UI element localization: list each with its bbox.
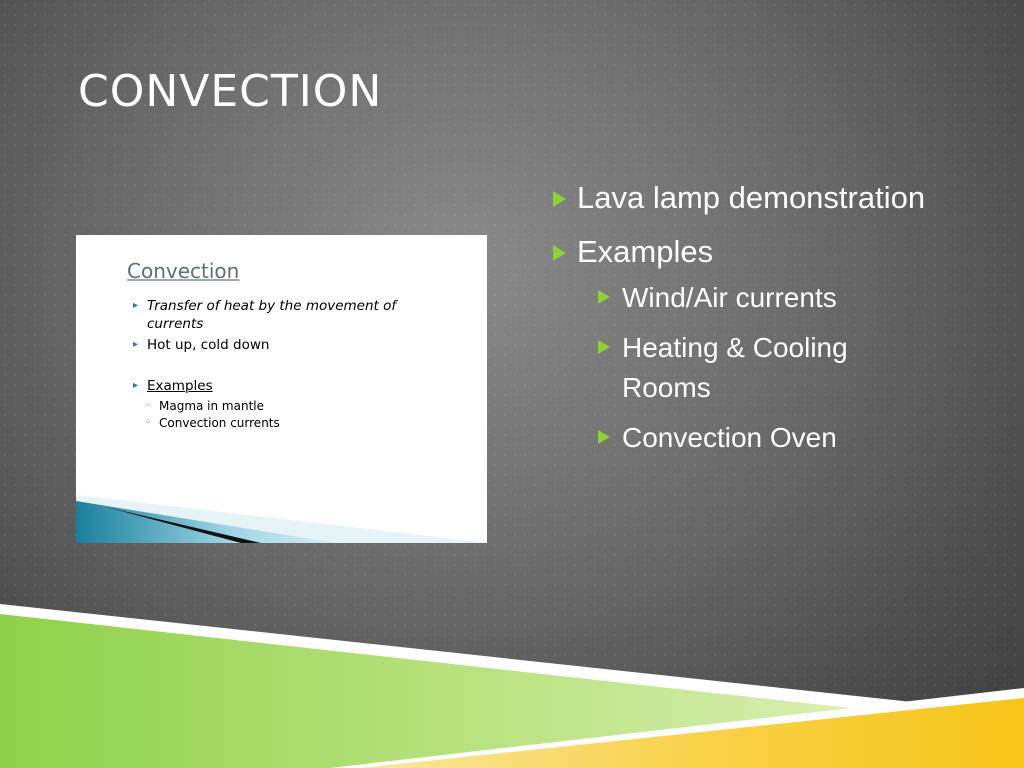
bullet-item: Lava lamp demonstration xyxy=(551,178,1011,218)
green-triangle-icon xyxy=(553,191,566,207)
bottom-decorative-wave xyxy=(0,604,1024,768)
bullet-list: Lava lamp demonstration Examples Wind/Ai… xyxy=(551,178,1011,468)
thumbnail-bullet: ▸ Examples xyxy=(133,378,213,394)
small-triangle-icon: ▸ xyxy=(133,300,139,311)
sub-bullet-item: Convection Oven xyxy=(596,418,1011,458)
embedded-slide-image: Convection ▸ Transfer of heat by the mov… xyxy=(76,235,487,543)
green-triangle-icon xyxy=(598,290,610,304)
green-triangle-icon xyxy=(598,340,610,354)
small-triangle-icon: ▸ xyxy=(133,339,139,350)
sub-bullet-item: Wind/Air currents xyxy=(596,278,1011,318)
thumbnail-sub-bullet: ◦ Convection currents xyxy=(145,416,280,430)
thumbnail-sub-bullet: ◦ Magma in mantle xyxy=(145,399,265,413)
green-triangle-icon xyxy=(553,245,566,261)
ring-bullet-icon: ◦ xyxy=(145,417,151,428)
green-triangle-icon xyxy=(598,430,610,444)
thumbnail-title: Convection xyxy=(127,259,240,283)
bullet-item: Examples xyxy=(551,232,1011,272)
slide-title: CONVECTION xyxy=(78,66,383,117)
thumbnail-bullet: ▸ Hot up, cold down xyxy=(133,337,270,353)
small-triangle-icon: ▸ xyxy=(133,380,139,391)
thumbnail-corner-swoosh xyxy=(76,495,487,543)
thumbnail-bullet: ▸ Transfer of heat by the movement of cu… xyxy=(133,298,397,332)
ring-bullet-icon: ◦ xyxy=(145,400,151,411)
sub-bullet-item: Heating & Cooling Rooms xyxy=(596,328,902,408)
